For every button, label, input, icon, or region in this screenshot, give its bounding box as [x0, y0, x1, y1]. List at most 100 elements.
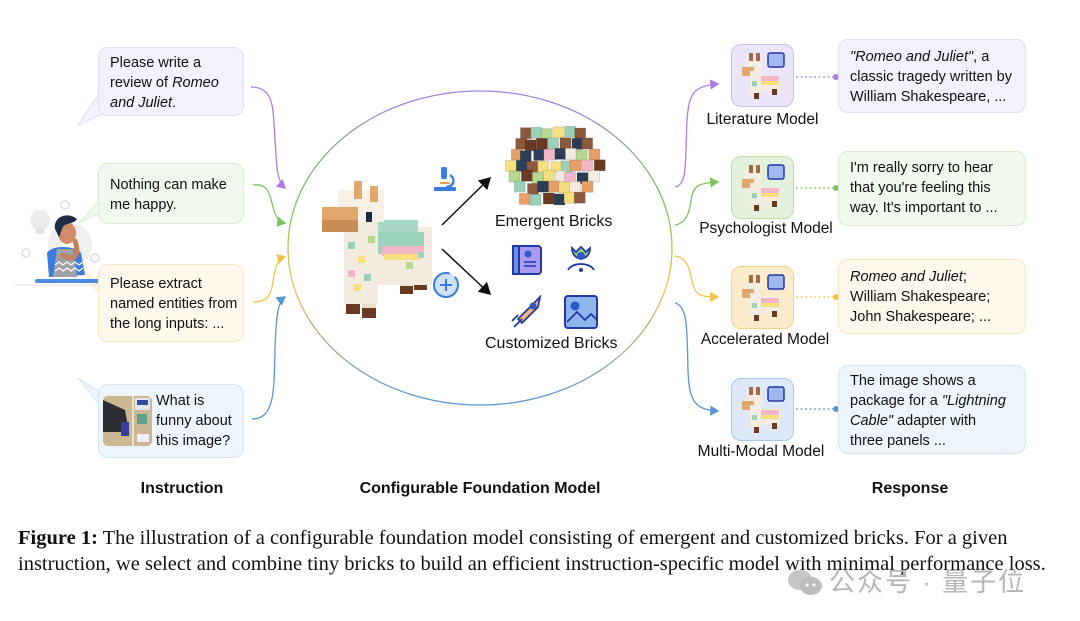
text-line: me happy.	[110, 197, 177, 213]
brick	[543, 148, 556, 161]
text-line: funny about	[156, 413, 232, 429]
brick	[568, 180, 581, 193]
response-text-4: The image shows a package for a "Lightnin…	[850, 371, 1025, 451]
text-line: named entities from	[110, 296, 238, 312]
emergent-bricks-label: Emergent Bricks	[495, 213, 613, 230]
brick	[526, 183, 539, 196]
instruction-bubble-1: Please write a review of Romeo and Juliet.	[98, 47, 244, 116]
response-section-label: Response	[871, 480, 949, 497]
response-text-2: I'm really sorry to hear that you're feel…	[850, 158, 1025, 218]
brick	[529, 193, 542, 206]
attached-image-thumbnail[interactable]	[103, 396, 152, 446]
output-arrow-yellow	[674, 255, 720, 303]
input-arrow-yellow	[252, 253, 287, 303]
response-bubble-3: Romeo and Juliet;William Shakespeare;Joh…	[838, 259, 1026, 334]
brick	[542, 192, 555, 205]
brick	[554, 147, 567, 160]
emergent-bricks-pile	[504, 125, 606, 206]
brick	[574, 127, 587, 140]
brick	[564, 147, 577, 160]
text-line: Please write a	[110, 55, 202, 71]
brick	[588, 148, 601, 161]
psychologist-model-box[interactable]	[731, 156, 794, 219]
brick	[513, 180, 526, 193]
brick	[542, 169, 555, 182]
brick	[518, 192, 531, 205]
text-line: Cable" adapter with	[850, 413, 977, 429]
brick	[515, 159, 528, 172]
text-line: William Shakespeare, ...	[850, 89, 1007, 105]
rocket-brick-icon	[511, 295, 542, 328]
figure-caption-label: Figure 1:	[18, 527, 98, 549]
text-line: review of Romeo	[110, 75, 219, 91]
brick	[504, 159, 517, 172]
brick	[559, 137, 572, 150]
watermark: 公众号 · 量子位	[785, 562, 1026, 599]
plus-circle-icon	[433, 272, 459, 298]
text-line: classic tragedy written by	[850, 69, 1012, 85]
literature-llama-icon	[741, 52, 785, 100]
accelerated-model-label: Accelerated Model	[700, 331, 830, 348]
instruction-text-1: Please write a review of Romeo and Juliet.	[110, 53, 243, 113]
text-line: Romeo and Juliet;	[850, 269, 967, 285]
arrow-to-customized	[441, 248, 492, 296]
text-line: and Juliet.	[110, 95, 177, 111]
instruction-bubble-2: Nothing can make me happy.	[98, 163, 244, 224]
literature-model-box[interactable]	[731, 44, 794, 107]
multimodal-llama-icon	[741, 386, 785, 434]
instruction-text-2: Nothing can make me happy.	[110, 169, 243, 215]
brick	[553, 193, 566, 206]
brick	[536, 180, 549, 193]
text-line: Nothing can make	[110, 177, 227, 193]
input-arrow-blue	[251, 296, 287, 420]
response-bubble-1: "Romeo and Juliet", a classic tragedy wri…	[838, 39, 1026, 113]
output-arrow-blue	[674, 302, 720, 416]
bubble-tail-4	[77, 377, 105, 404]
brick	[530, 126, 543, 139]
brick	[581, 159, 594, 172]
text-line: John Shakespeare; ...	[850, 309, 992, 325]
input-arrow-green	[252, 184, 287, 227]
response-bubble-4: The image shows a package for a "Lightnin…	[838, 365, 1026, 454]
microscope-icon	[434, 167, 456, 191]
figure-caption-text: The illustration of a configurable found…	[18, 527, 1046, 575]
text-line: The image shows a	[850, 373, 976, 389]
watermark-text: 公众号 · 量子位	[829, 567, 1027, 597]
brick	[593, 159, 606, 172]
accelerated-model-box[interactable]	[731, 266, 794, 329]
text-line: way. It's important to ...	[850, 200, 998, 216]
brick	[508, 170, 521, 183]
llama-brick-model	[322, 181, 432, 318]
text-line: package for a "Lightning	[850, 393, 1006, 409]
multimodal-model-box[interactable]	[731, 378, 794, 441]
brick	[547, 137, 560, 150]
psychologist-model-label: Psychologist Model	[699, 220, 833, 237]
brick	[573, 191, 586, 204]
brick	[552, 126, 565, 139]
psychologist-llama-icon	[741, 164, 785, 212]
model-section-label: Configurable Foundation Model	[359, 480, 601, 497]
brick	[563, 191, 576, 204]
brick	[520, 169, 533, 182]
brick	[587, 170, 600, 183]
brick	[581, 137, 594, 150]
input-arrow-purple	[250, 86, 286, 189]
text-line: that you're feeling this	[850, 180, 991, 196]
text-line: "Romeo and Juliet", a	[850, 49, 990, 65]
instruction-section-label: Instruction	[140, 480, 224, 497]
bubble-tail-2	[79, 199, 103, 223]
dotted-connectors	[796, 74, 839, 412]
brick	[547, 180, 560, 193]
arrow-to-emergent	[441, 176, 492, 226]
brick	[519, 127, 532, 140]
psychology-brick-icon	[567, 245, 595, 272]
thinking-person-illustration	[15, 200, 125, 286]
text-line: I'm really sorry to hear	[850, 160, 993, 176]
response-bubble-2: I'm really sorry to hear that you're feel…	[838, 151, 1026, 226]
accelerated-llama-icon	[741, 274, 785, 322]
multimodal-model-label: Multi-Modal Model	[697, 443, 825, 460]
output-arrow-purple	[674, 79, 720, 188]
